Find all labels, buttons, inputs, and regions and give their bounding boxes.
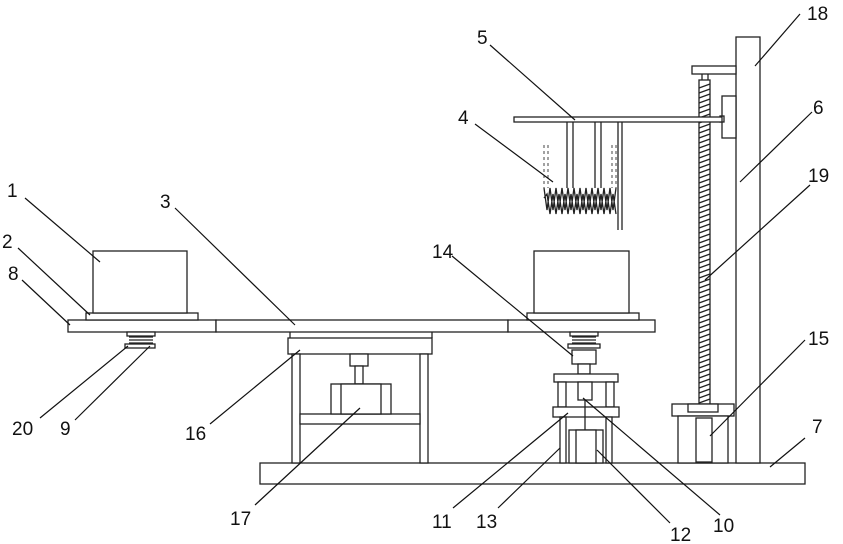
screw-motor [672,404,734,463]
label-19: 19 [808,166,829,187]
label-3: 3 [160,192,171,213]
left-workpiece [86,251,198,320]
label-2: 2 [2,232,13,253]
label-12: 12 [670,525,691,544]
lead-screw [699,80,710,406]
label-17: 17 [230,509,251,530]
right-lift-spring [568,332,600,348]
label-20: 20 [12,419,33,440]
label-16: 16 [185,424,206,445]
rotating-table [68,320,655,338]
label-11: 11 [432,512,452,533]
horizontal-arm [514,117,722,122]
label-14: 14 [432,242,454,263]
label-13: 13 [476,512,497,533]
left-spring-pad [125,332,155,348]
label-5: 5 [477,28,488,49]
upright-column [736,37,760,463]
lift-lower-block [553,400,619,463]
label-6: 6 [813,98,824,119]
label-10: 10 [713,516,734,537]
label-7: 7 [812,417,823,438]
base-plate [260,463,805,484]
label-1: 1 [7,181,18,202]
label-4: 4 [458,108,469,129]
label-8: 8 [8,264,19,285]
right-workpiece [527,251,639,320]
spring-clamp [544,122,622,230]
label-15: 15 [808,329,829,350]
label-9: 9 [60,419,71,440]
lift-upper-block [554,350,618,407]
label-18: 18 [807,4,828,25]
rotary-motor [331,354,391,414]
